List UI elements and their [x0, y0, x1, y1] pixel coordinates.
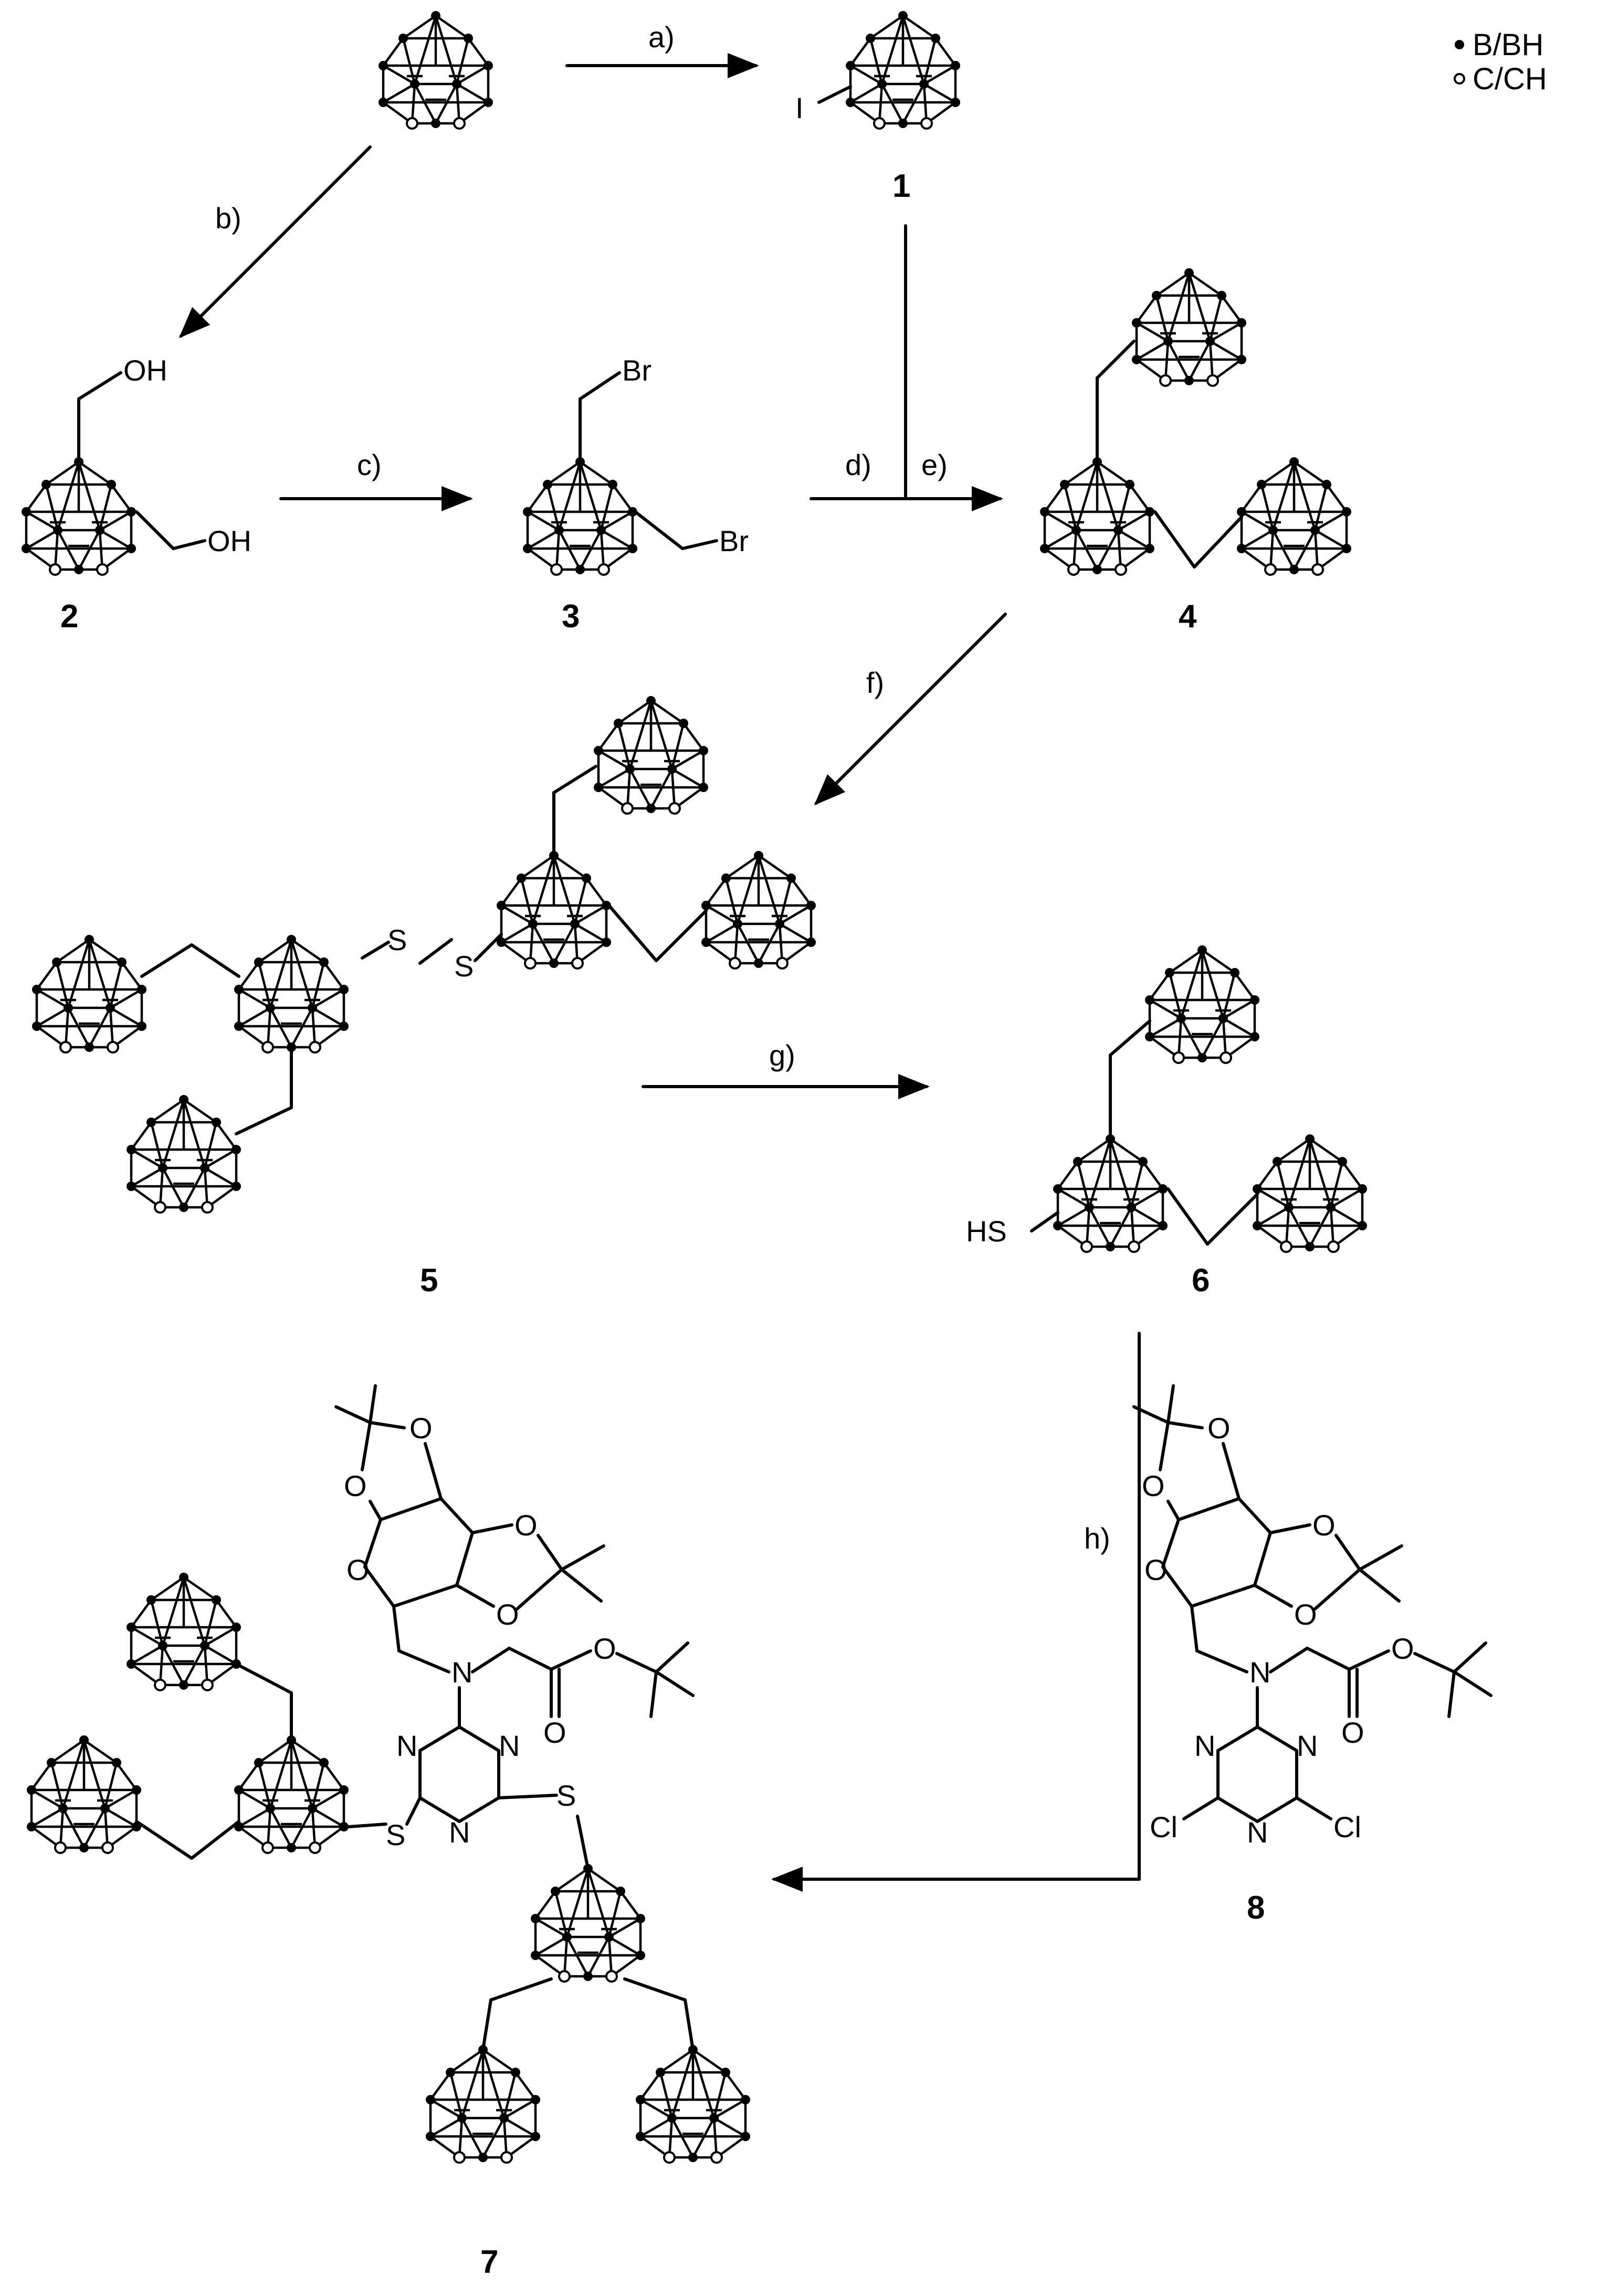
carborane-cage-icon — [426, 2045, 540, 2163]
boron-dot-icon — [1455, 40, 1464, 49]
carborane-cage-icon — [497, 851, 611, 968]
carborane-cage-icon — [27, 1735, 141, 1853]
oxygen-label: O — [1391, 1632, 1414, 1665]
oxygen-label: O — [346, 1553, 370, 1586]
step-b-label: b) — [215, 202, 241, 235]
nitrogen-label: N — [451, 1656, 472, 1689]
carborane-cage-icon — [1040, 457, 1154, 575]
oxygen-label: O — [344, 1469, 367, 1502]
nitrogen-label: N — [396, 1729, 417, 1762]
compound-5-number: 5 — [420, 1262, 438, 1299]
starting-carborane — [379, 11, 493, 129]
compound-8: O O O O O N O O N N N — [1132, 1384, 1493, 1926]
sulfur-label: S — [387, 923, 407, 956]
step-d-label: d) — [845, 448, 871, 481]
compound-1: I 1 — [795, 11, 960, 204]
hydroxyl-label: OH — [123, 354, 167, 387]
arrow-g: g) — [642, 1039, 930, 1099]
carborane-cage-icon — [234, 1735, 349, 1853]
carborane-cage-icon — [1053, 1134, 1168, 1252]
oxygen-label: O — [1341, 1716, 1364, 1749]
carborane-cage-icon — [701, 851, 816, 968]
carborane-cage-icon — [1253, 1134, 1367, 1252]
compound-6-number: 6 — [1192, 1262, 1210, 1299]
compound-5: S S 5 — [32, 696, 816, 1299]
carborane-cage-icon — [127, 1573, 241, 1690]
oxygen-label: O — [1142, 1469, 1165, 1502]
nitrogen-label: N — [1249, 1656, 1270, 1689]
sulfur-label: S — [556, 1779, 576, 1812]
nitrogen-label: N — [449, 1816, 470, 1849]
thiol-label: HS — [966, 1215, 1007, 1248]
compound-1-number: 1 — [892, 168, 910, 204]
bromine-label: Br — [719, 524, 749, 557]
carborane-cage-icon — [234, 935, 349, 1052]
nitrogen-label: N — [1297, 1729, 1318, 1762]
step-g-label: g) — [769, 1039, 795, 1072]
oxygen-label: O — [514, 1509, 538, 1542]
compound-6: HS 6 — [966, 945, 1367, 1299]
chlorine-label: Cl — [1150, 1810, 1178, 1844]
carborane-cage-icon — [127, 1095, 241, 1213]
compound-4: 4 — [1040, 268, 1351, 635]
step-h-label: h) — [1084, 1522, 1110, 1555]
carborane-cage-icon — [594, 696, 708, 814]
legend-carbon-label: C/CH — [1473, 62, 1547, 96]
sulfur-label: S — [454, 950, 474, 983]
carborane-cage-icon — [1145, 945, 1259, 1063]
carborane-cage-icon — [379, 11, 493, 129]
compound-4-number: 4 — [1179, 598, 1197, 635]
carborane-cage-icon — [22, 457, 136, 575]
oxygen-label: O — [543, 1716, 566, 1749]
compound-7-number: 7 — [480, 2244, 498, 2280]
carborane-cage-icon — [531, 1864, 645, 1982]
compound-8-number: 8 — [1247, 1890, 1265, 1926]
hydroxyl-label: OH — [207, 524, 251, 557]
arrow-a: a) — [565, 20, 759, 78]
oxygen-label: O — [496, 1598, 519, 1631]
oxygen-label: O — [1207, 1412, 1231, 1445]
carborane-cage-icon — [32, 935, 146, 1052]
oxygen-label: O — [1144, 1553, 1168, 1586]
oxygen-label: O — [593, 1632, 616, 1665]
step-a-label: a) — [648, 20, 675, 54]
arrow-f: f) — [814, 613, 1007, 806]
compound-2-number: 2 — [60, 598, 78, 635]
legend-boron-label: B/BH — [1473, 28, 1543, 62]
iodine-label: I — [795, 91, 804, 124]
legend: B/BH C/CH — [1454, 28, 1547, 96]
chlorine-label: Cl — [1333, 1810, 1361, 1844]
compound-2: OH OH 2 — [22, 354, 251, 635]
arrow-de: d) e) — [810, 224, 1003, 511]
oxygen-label: O — [1294, 1598, 1317, 1631]
carborane-cage-icon — [846, 11, 960, 129]
step-e-label: e) — [921, 448, 948, 481]
carborane-cage-icon — [1237, 457, 1351, 575]
arrow-h: h) — [771, 1332, 1141, 1892]
oxygen-label: O — [1312, 1509, 1336, 1542]
bromine-label: Br — [622, 354, 651, 387]
step-f-label: f) — [866, 666, 884, 699]
nitrogen-label: N — [1247, 1816, 1268, 1849]
arrow-b: b) — [178, 145, 372, 339]
sulfur-label: S — [386, 1818, 405, 1851]
step-c-label: c) — [357, 448, 382, 481]
nitrogen-label: N — [499, 1729, 520, 1762]
carborane-cage-icon — [1132, 268, 1246, 386]
carbon-dot-icon — [1454, 73, 1465, 85]
oxygen-label: O — [409, 1412, 433, 1445]
arrow-c: c) — [279, 448, 473, 511]
compound-3-number: 3 — [562, 598, 580, 635]
carborane-cage-icon — [523, 457, 637, 575]
nitrogen-label: N — [1194, 1729, 1215, 1762]
compound-7: O O O O O N O O N N N S S — [27, 1384, 750, 2280]
carborane-cage-icon — [636, 2045, 750, 2163]
compound-3: Br Br 3 — [523, 354, 749, 635]
